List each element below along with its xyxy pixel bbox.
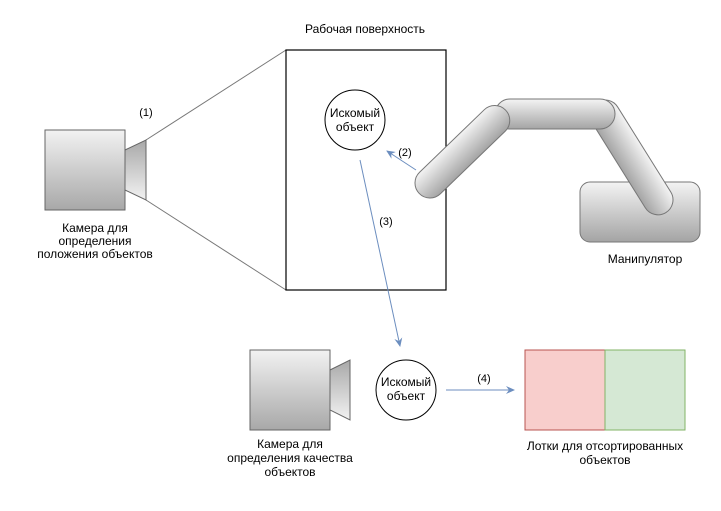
arrow-grab-label: (2) <box>398 147 411 159</box>
camera-position <box>44 129 147 211</box>
camera-position-label-2: определения <box>58 234 131 248</box>
camera-quality-body-icon <box>249 349 331 431</box>
camera-quality-label-3: объектов <box>264 465 315 479</box>
camera-position-label-1: Камера для <box>62 221 128 235</box>
camera-body-icon <box>44 129 126 211</box>
view-line-top <box>145 49 287 141</box>
view-line-bottom <box>145 199 287 291</box>
view-label: (1) <box>139 107 152 119</box>
arrow-transfer <box>359 159 403 347</box>
target-object-2-line1: Искомый <box>381 375 431 389</box>
manipulator-gripper-arm-icon <box>414 104 511 199</box>
target-object-1-line2: объект <box>336 120 375 134</box>
arrow-transfer-label: (3) <box>379 216 392 228</box>
target-object-1 <box>324 89 386 151</box>
camera-lens-icon <box>124 139 147 201</box>
camera-position-label-3: положения объектов <box>37 247 153 261</box>
arrow-grab <box>386 150 417 171</box>
tray-accept <box>604 349 686 431</box>
trays-label-2: объектов <box>579 453 630 467</box>
arrow-sort-label: (4) <box>477 373 490 385</box>
camera-quality <box>249 349 351 431</box>
manipulator-label: Манипулятор <box>608 252 683 266</box>
work-surface-label: Рабочая поверхность <box>305 22 425 36</box>
trays-label-1: Лотки для отсортированных <box>527 439 683 453</box>
manipulator <box>414 98 701 243</box>
camera-quality-label-2: определения качества <box>227 451 353 465</box>
target-object-1-line1: Искомый <box>330 106 380 120</box>
manipulator-middle-arm-icon <box>494 98 616 130</box>
target-object-2 <box>375 359 437 421</box>
target-object-2-line2: объект <box>387 389 426 403</box>
camera-quality-lens-icon <box>329 359 351 421</box>
camera-quality-label-1: Камера для <box>257 437 323 451</box>
tray-reject <box>524 349 606 431</box>
work-surface <box>285 49 447 291</box>
